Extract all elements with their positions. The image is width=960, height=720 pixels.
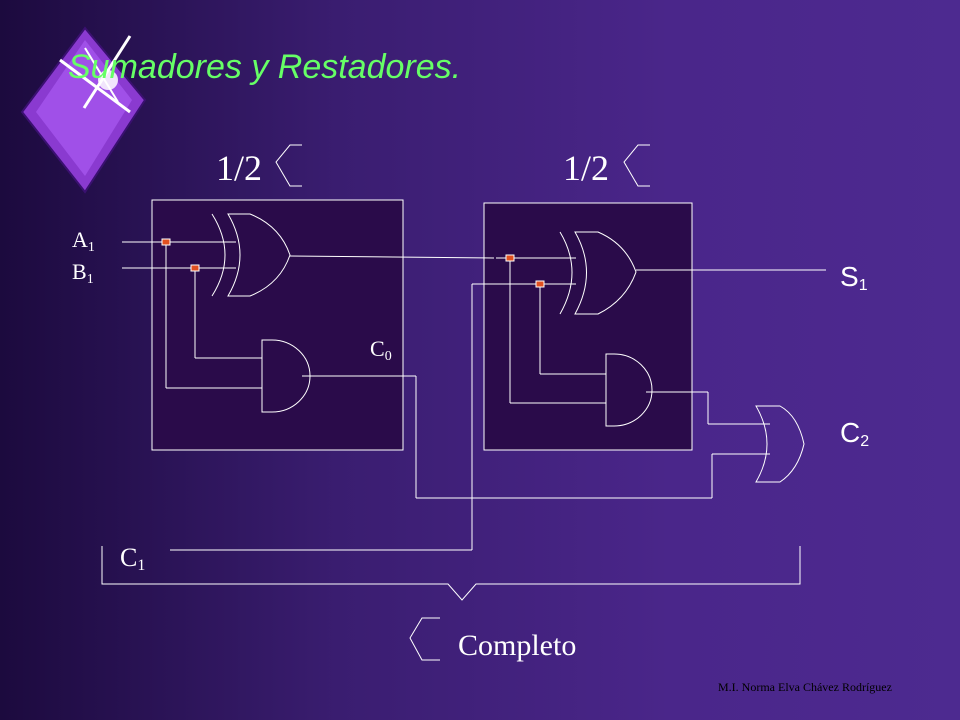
wire-half-sum [289, 255, 495, 259]
input-b1-label: B1 [72, 259, 94, 287]
sigma-icon [275, 144, 302, 187]
output-s1-label: S1 [840, 261, 868, 294]
diamond-star-icon [20, 26, 147, 194]
wires-right-half-adder [170, 257, 606, 551]
full-adder-label: Completo [458, 629, 576, 662]
or-gate-carry [755, 405, 805, 483]
half-label-left: 1/2 [216, 148, 262, 188]
sigma-icon [623, 144, 650, 187]
half-adder-box-left [151, 199, 404, 451]
svg-text:A1: A1 [72, 227, 95, 255]
xor-gate-right [559, 231, 637, 315]
junction-dots [161, 238, 545, 288]
full-adder-bracket [101, 546, 801, 601]
author-footer: M.I. Norma Elva Chávez Rodríguez [718, 680, 892, 694]
output-c2-label: C2 [840, 417, 869, 450]
wire-c0 [302, 375, 770, 499]
half-adder-box-right [483, 202, 693, 451]
carry-c1-label: C1 [120, 543, 145, 574]
wires-left-half-adder [122, 241, 262, 389]
sigma-icon [409, 617, 440, 661]
carry-c0-label: C0 [370, 336, 392, 364]
slide-title: Sumadores y Restadores. [68, 48, 461, 86]
wire-and-to-or [646, 391, 770, 425]
half-label-right: 1/2 [563, 148, 609, 188]
xor-gate-left [211, 213, 291, 297]
input-a1-label: A1 [72, 227, 95, 255]
and-gate-left [261, 339, 311, 413]
svg-text:B1: B1 [72, 259, 94, 287]
